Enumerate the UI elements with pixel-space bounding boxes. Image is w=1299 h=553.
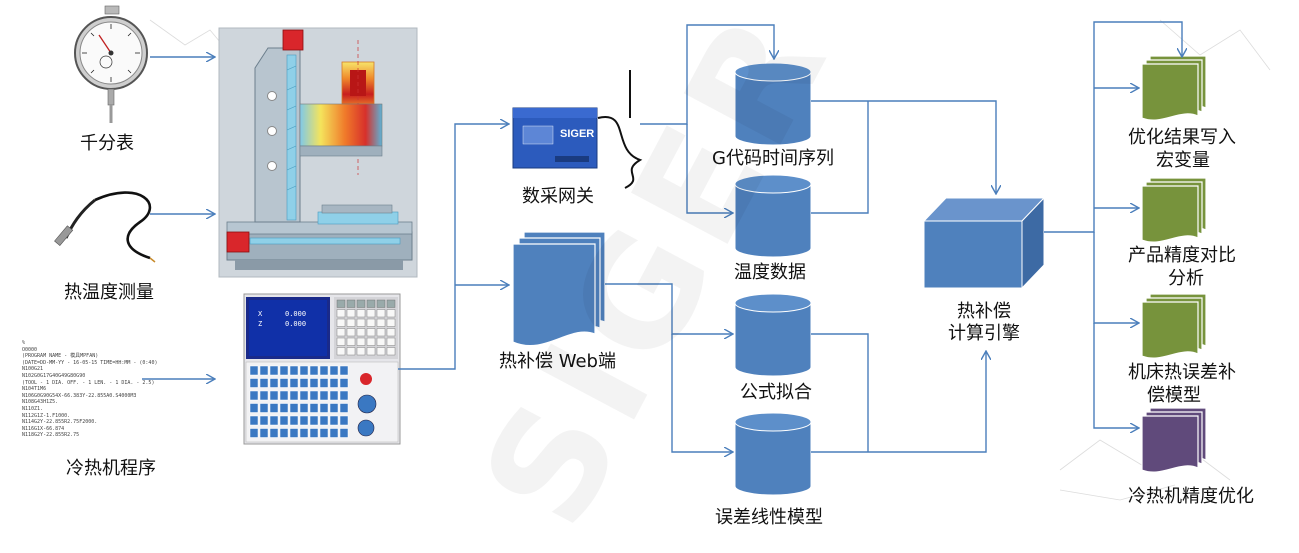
engine-label-line2: 计算引擎	[948, 323, 1020, 344]
cnc-program-label: 冷热机程序	[66, 458, 156, 479]
cnc-x-label: X	[258, 310, 263, 318]
temperature-label: 温度数据	[734, 262, 806, 283]
cnc-x-value: 0.000	[285, 310, 307, 318]
optimize-output-document-icon	[1141, 407, 1207, 473]
precision-output-document-icon	[1141, 177, 1207, 243]
gateway-label: 数采网关	[522, 186, 594, 207]
cnc-keypad-bottom	[249, 365, 349, 438]
arrow-gateway-to-temp	[686, 124, 732, 213]
precision-label-line1: 产品精度对比	[1128, 245, 1236, 266]
formula-fit-cylinder-icon	[734, 293, 812, 377]
arrow-models-to-engine	[811, 333, 986, 453]
cnc-z-value: 0.000	[285, 320, 307, 328]
gcode-series-cylinder-icon	[734, 62, 812, 146]
arrow-gateway-to-gcode	[640, 24, 774, 125]
arrow-engine-outputs	[1044, 21, 1182, 233]
program-listing: % O0000 (PROGRAM NAME - 模具MPFAN) (DATE=D…	[22, 340, 158, 439]
optimize-label: 冷热机精度优化	[1128, 486, 1254, 507]
gateway-device-icon	[512, 70, 643, 189]
error-linear-model-cylinder-icon	[734, 412, 812, 496]
arrow-web-to-error	[671, 334, 732, 452]
dial-gauge-icon	[74, 5, 148, 123]
web-document-stack-icon	[512, 231, 606, 347]
macro-label-line1: 优化结果写入	[1128, 127, 1236, 148]
temperature-data-cylinder-icon	[734, 174, 812, 258]
dial-gauge-label: 千分表	[80, 133, 134, 154]
connector-arrows	[142, 21, 1182, 453]
macro-output-document-icon	[1141, 55, 1207, 121]
error-linear-label: 误差线性模型	[715, 507, 823, 528]
model-label-line1: 机床热误差补	[1128, 362, 1236, 383]
flow-diagram: SIGER	[54, 5, 1271, 501]
gcode-series-label: G代码时间序列	[712, 148, 834, 169]
arrow-data-to-engine	[811, 100, 996, 214]
model-output-document-icon	[1141, 293, 1207, 359]
temperature-probe-icon	[54, 191, 156, 263]
engine-label-line1: 热补偿	[957, 301, 1011, 322]
gateway-brand-label: SIGER	[560, 128, 594, 140]
arrow-web-to-fit	[605, 283, 732, 334]
macro-label-line2: 宏变量	[1156, 150, 1210, 171]
machine-thermal-image	[218, 27, 418, 278]
precision-label-line2: 分析	[1168, 268, 1204, 289]
cnc-keypad-right	[336, 299, 396, 356]
arrow-cnc-to-gateway	[398, 124, 508, 370]
web-label: 热补偿 Web端	[499, 351, 616, 372]
cnc-z-label: Z	[258, 320, 263, 328]
model-label-line2: 偿模型	[1147, 385, 1201, 406]
formula-fit-label: 公式拟合	[740, 382, 812, 403]
thermal-measure-label: 热温度测量	[64, 282, 154, 303]
compensation-engine-cube-icon	[922, 196, 1046, 290]
